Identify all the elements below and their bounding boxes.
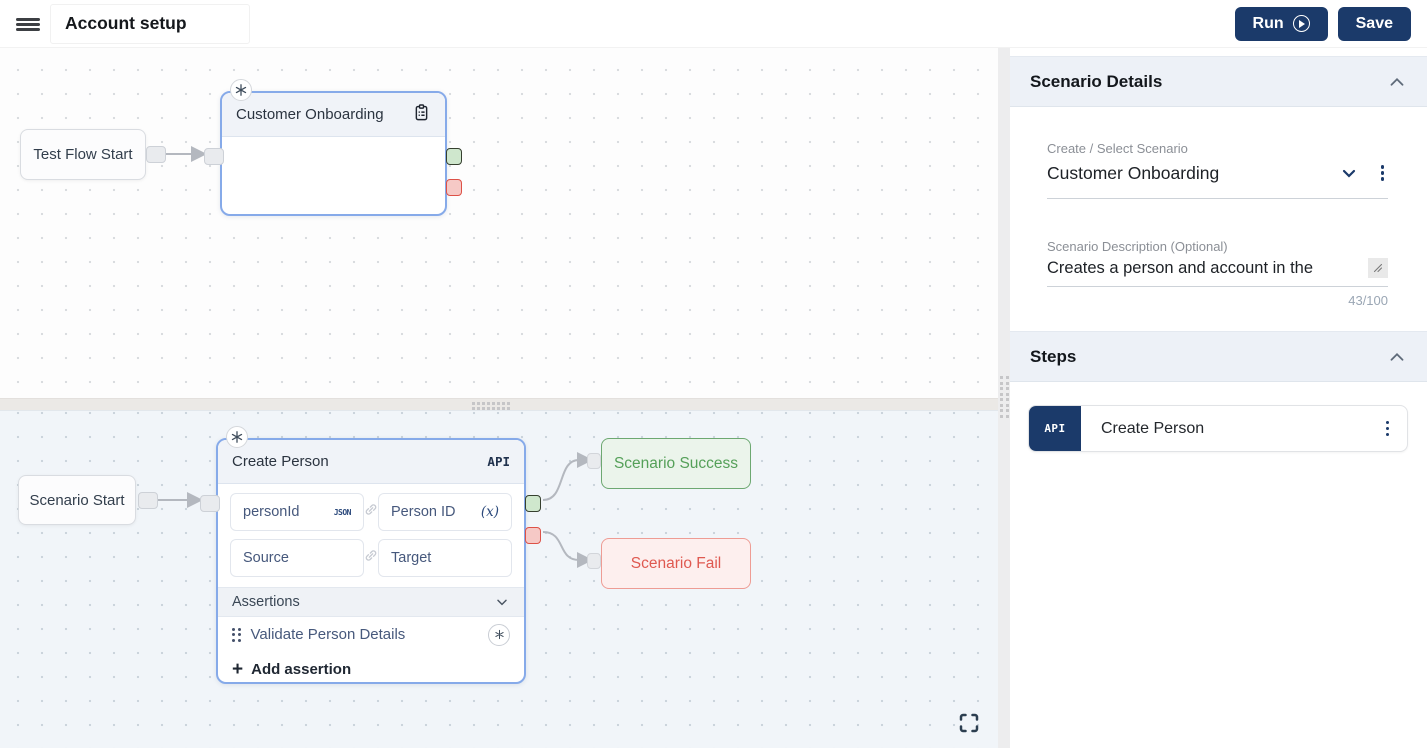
- scenario-success-label: Scenario Success: [613, 454, 739, 472]
- success-node-input-port[interactable]: [587, 453, 601, 469]
- edge-fail: [542, 531, 593, 568]
- step-list-item[interactable]: API Create Person: [1028, 405, 1408, 452]
- step-input-port[interactable]: [200, 495, 220, 512]
- link-icon: [363, 502, 379, 523]
- customer-onboarding-node[interactable]: Customer Onboarding: [204, 79, 462, 216]
- scenario-start-output-port[interactable]: [138, 492, 158, 509]
- topbar-actions: Run Save: [1234, 6, 1411, 41]
- scenario-description-block: Scenario Description (Optional) Creates …: [1047, 239, 1388, 308]
- assertions-section-header[interactable]: Assertions: [218, 587, 524, 617]
- chevron-down-icon[interactable]: [1337, 161, 1361, 185]
- step-type-badge: API: [1029, 406, 1081, 451]
- resize-corner-icon[interactable]: [1368, 258, 1388, 278]
- menu-icon[interactable]: [16, 15, 40, 33]
- scenario-node-title: Customer Onboarding: [236, 106, 384, 123]
- edges-layer: [166, 146, 207, 162]
- source-field[interactable]: personId JSON: [230, 493, 364, 531]
- edge-success: [542, 452, 593, 501]
- scenario-details-title: Scenario Details: [1030, 71, 1163, 91]
- scenario-node-header: Customer Onboarding: [222, 93, 445, 137]
- steps-section-header[interactable]: Steps: [1010, 331, 1427, 382]
- scenario-description-label: Scenario Description (Optional): [1047, 239, 1228, 254]
- scenario-success-node[interactable]: Scenario Success: [601, 438, 751, 489]
- assertions-header-label: Assertions: [232, 594, 300, 610]
- step-item-label: Create Person: [1101, 419, 1205, 437]
- topbar: Account setup Run Save: [0, 0, 1427, 48]
- test-flow-canvas[interactable]: Test Flow Start Customer Onboarding: [0, 48, 998, 398]
- mapping-row: Source Target: [230, 539, 512, 577]
- chevron-up-icon[interactable]: [1386, 71, 1408, 93]
- scenario-start-node[interactable]: Scenario Start: [18, 475, 136, 525]
- right-panel: Scenario Details Create / Select Scenari…: [1010, 48, 1427, 748]
- scenario-details-section-header[interactable]: Scenario Details: [1010, 56, 1427, 107]
- step-type-badge: API: [487, 454, 510, 469]
- chevron-up-icon[interactable]: [1386, 346, 1408, 368]
- clipboard-icon[interactable]: [412, 103, 431, 127]
- variable-type-badge: (x): [480, 504, 499, 520]
- assertion-item[interactable]: Validate Person Details: [218, 617, 524, 652]
- target-field[interactable]: Person ID (x): [378, 493, 512, 531]
- test-flow-start-node[interactable]: Test Flow Start: [20, 129, 146, 180]
- target-field-label: Target: [391, 550, 432, 566]
- success-output-port[interactable]: [525, 495, 541, 512]
- scenario-description-input[interactable]: Creates a person and account in the: [1047, 259, 1314, 277]
- test-flow-start-label: Test Flow Start: [33, 146, 133, 163]
- char-counter: 43/100: [1348, 293, 1388, 308]
- success-output-port[interactable]: [446, 148, 462, 165]
- scenario-start-label: Scenario Start: [29, 491, 125, 509]
- step-node-header: Create Person API: [218, 440, 524, 484]
- drag-handle-icon[interactable]: [232, 627, 241, 642]
- save-button[interactable]: Save: [1337, 6, 1411, 41]
- assertion-marker-icon: [488, 623, 510, 646]
- chevron-down-icon[interactable]: [494, 594, 510, 610]
- add-assertion-button[interactable]: + Add assertion: [218, 652, 524, 687]
- test-flow-start-output-port[interactable]: [146, 146, 166, 163]
- canvas-split-handle[interactable]: [0, 398, 998, 411]
- plus-icon: +: [232, 659, 244, 680]
- play-icon: [1292, 15, 1310, 32]
- scenario-fail-node[interactable]: Scenario Fail: [601, 538, 751, 589]
- scenario-select-label: Create / Select Scenario: [1047, 141, 1188, 156]
- save-button-label: Save: [1355, 14, 1393, 32]
- mapping-row: personId JSON Person ID (x): [230, 493, 512, 531]
- source-field[interactable]: Source: [230, 539, 364, 577]
- steps-title: Steps: [1030, 346, 1077, 366]
- run-button[interactable]: Run: [1234, 6, 1328, 41]
- step-node-title: Create Person: [232, 453, 329, 470]
- scenario-select-input[interactable]: Customer Onboarding: [1047, 162, 1220, 183]
- scenario-details-content: Create / Select Scenario Customer Onboar…: [1010, 141, 1427, 308]
- scenario-fail-label: Scenario Fail: [630, 554, 722, 572]
- json-type-badge: JSON: [333, 507, 352, 517]
- panel-resize-handle[interactable]: [998, 48, 1010, 748]
- start-marker-icon: [230, 79, 252, 101]
- split-handle-dots-icon: [472, 402, 510, 410]
- step-menu-button[interactable]: [1382, 417, 1394, 441]
- start-marker-icon: [226, 426, 248, 448]
- fail-output-port[interactable]: [446, 179, 462, 196]
- target-field-label: Person ID: [391, 504, 456, 520]
- target-field[interactable]: Target: [378, 539, 512, 577]
- fail-output-port[interactable]: [525, 527, 541, 544]
- scenario-canvas[interactable]: Scenario Start Create Person API person: [0, 411, 998, 748]
- flow-title-input[interactable]: Account setup: [50, 3, 250, 44]
- source-field-label: personId: [243, 504, 300, 520]
- assertion-label: Validate Person Details: [250, 626, 406, 643]
- fail-node-input-port[interactable]: [587, 553, 601, 569]
- add-assertion-label: Add assertion: [251, 661, 352, 678]
- scenario-menu-button[interactable]: [1377, 161, 1389, 185]
- fit-view-button[interactable]: [956, 711, 982, 737]
- create-person-node[interactable]: Create Person API personId JSON: [200, 426, 541, 687]
- mapping-rows: personId JSON Person ID (x): [218, 484, 524, 587]
- scenario-select-block: Create / Select Scenario Customer Onboar…: [1047, 141, 1388, 199]
- link-icon: [363, 548, 379, 569]
- scenario-node-input-port[interactable]: [204, 148, 224, 165]
- resize-handle-dots-icon: [1000, 376, 1009, 418]
- run-button-label: Run: [1252, 14, 1284, 32]
- source-field-label: Source: [243, 550, 289, 566]
